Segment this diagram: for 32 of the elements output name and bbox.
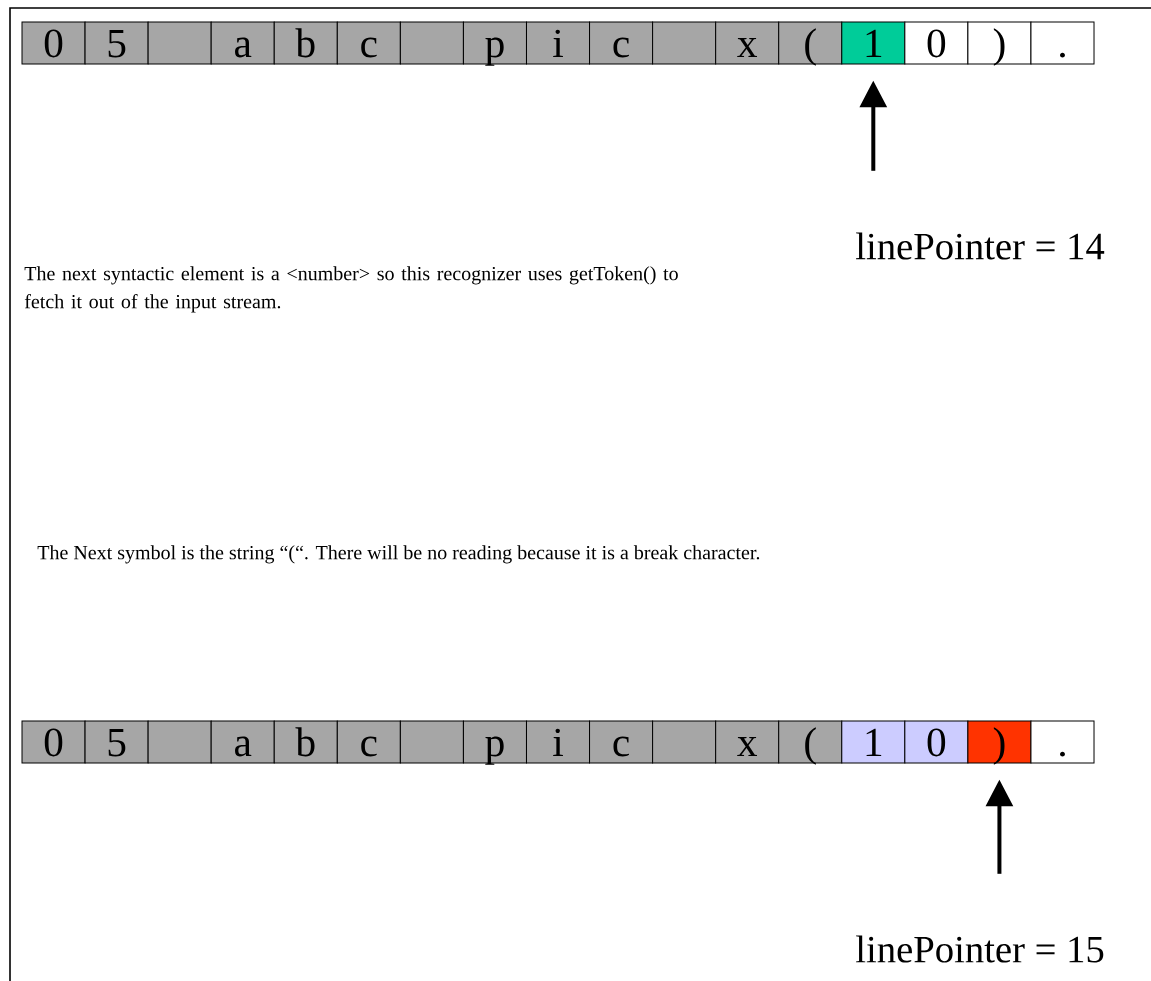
character-cell: 1	[841, 720, 906, 764]
character-cell: (	[778, 720, 843, 765]
character-cell: )	[967, 21, 1032, 66]
character-cell: 0	[904, 720, 969, 764]
character-cell: .	[1030, 21, 1095, 65]
character-cell: c	[336, 720, 401, 764]
character-cell: x	[715, 720, 780, 764]
character-cell: 1	[841, 21, 906, 65]
note-text: The Next symbol is the string “(“. There will be no reading because it is a break character.	[37, 545, 760, 564]
character-cell: 0	[21, 720, 86, 764]
character-cell: c	[589, 720, 654, 764]
character-cell: 0	[21, 21, 86, 65]
character-cell: .	[1030, 720, 1095, 764]
character-cell: i	[526, 720, 591, 764]
pointer-label: linePointer = 14	[856, 232, 1105, 260]
pointer-label: linePointer = 15	[856, 935, 1104, 963]
character-cell: 5	[84, 720, 149, 764]
character-cell: 0	[904, 21, 969, 65]
character-cell: )	[967, 720, 1032, 765]
character-cell: a	[210, 21, 275, 65]
character-cell: p	[462, 720, 527, 765]
character-cell: i	[526, 21, 591, 65]
character-cell: b	[273, 720, 338, 764]
character-cell: c	[589, 21, 654, 65]
character-cell: (	[778, 21, 843, 66]
note-text: The next syntactic element is a <number> so this recognizer uses getToken() to fetch it out of the input stream.	[24, 266, 678, 313]
character-cell: a	[210, 720, 275, 764]
character-cell: x	[715, 21, 780, 65]
character-cell: p	[462, 21, 527, 66]
character-cell: b	[273, 21, 338, 65]
character-cell: 5	[84, 21, 149, 65]
character-cell: c	[336, 21, 401, 65]
